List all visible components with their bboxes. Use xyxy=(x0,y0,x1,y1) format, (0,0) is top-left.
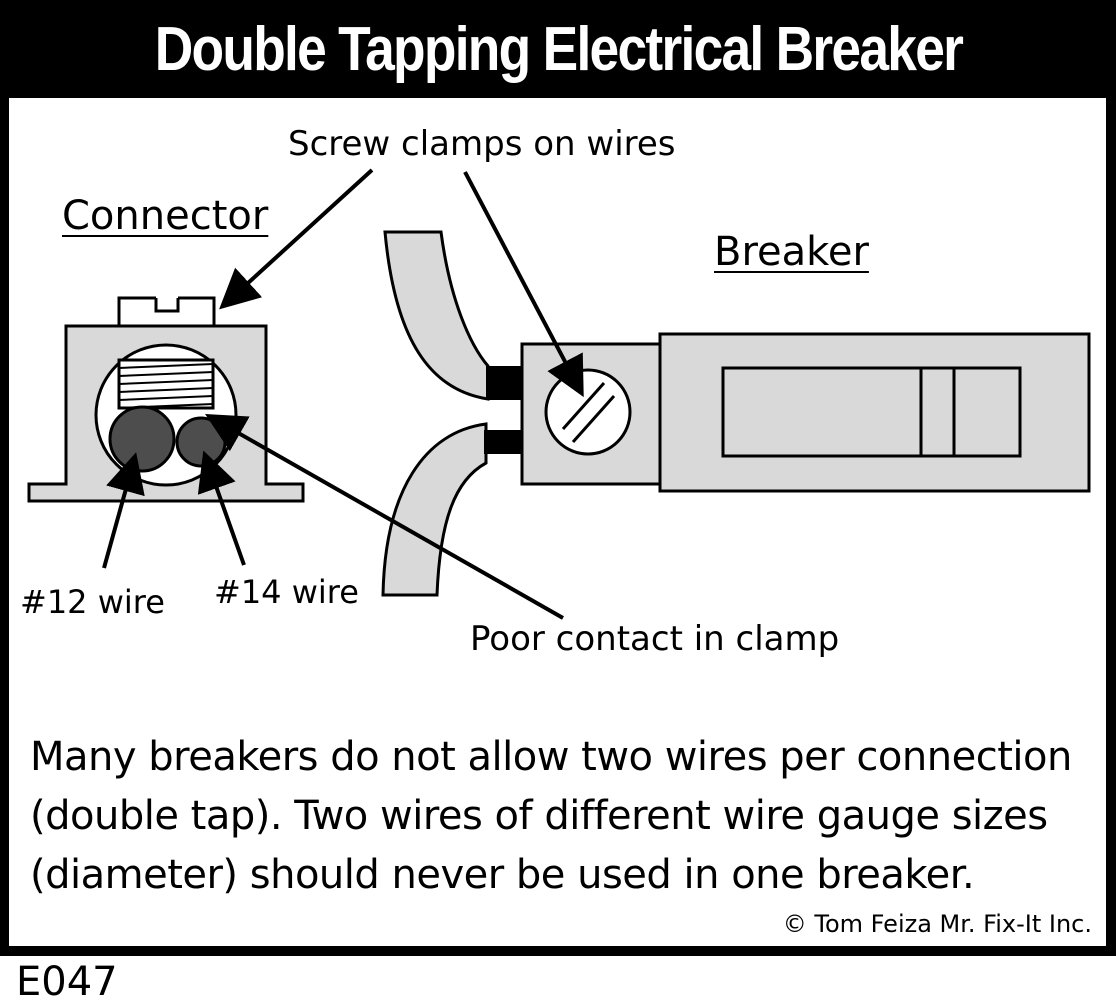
connector-drawing xyxy=(27,296,305,503)
lower-wire-conductor xyxy=(484,430,522,454)
wire-12-cross-section xyxy=(108,405,176,473)
illustration-panel xyxy=(9,98,1106,946)
caption-text: Many breakers do not allow two wires per… xyxy=(30,728,1100,905)
arrow-wire-12 xyxy=(102,452,145,569)
terminal-screw xyxy=(544,368,632,456)
caption-line: Many breakers do not allow two wires per… xyxy=(30,734,1072,780)
connector-screw-slot-outline xyxy=(154,298,180,313)
copyright-credit: © Tom Feiza Mr. Fix-It Inc. xyxy=(782,910,1092,938)
wire-14-callout: #14 wire xyxy=(214,573,359,611)
page-title: Double Tapping Electrical Breaker xyxy=(154,14,963,84)
wire-12-callout: #12 wire xyxy=(20,583,165,621)
lower-wire xyxy=(381,422,488,597)
screw-clamps-callout: Screw clamps on wires xyxy=(288,124,676,164)
callout-arrows xyxy=(102,168,584,620)
arrow-poor-contact xyxy=(205,414,564,620)
caption-line: (double tap). Two wires of different wir… xyxy=(30,793,1048,839)
terminal-screw-slot-b xyxy=(571,395,616,443)
upper-wire-conductor xyxy=(486,366,522,400)
breaker-heading: Breaker xyxy=(714,229,869,275)
connector-screw-slot xyxy=(156,296,178,310)
screw-threads xyxy=(118,363,214,409)
breaker-drawing xyxy=(520,332,1091,493)
arrow-screw-connector xyxy=(219,168,374,310)
title-bar: Double Tapping Electrical Breaker xyxy=(0,0,1116,98)
illustration-code: E047 xyxy=(16,959,118,1005)
arrow-wire-14 xyxy=(197,450,246,566)
poor-contact-callout: Poor contact in clamp xyxy=(470,619,840,659)
breaker-handle-window xyxy=(721,366,1022,458)
breaker-wires xyxy=(381,230,522,597)
terminal-screw-slot-a xyxy=(561,382,606,430)
caption-line: (diameter) should never be used in one b… xyxy=(30,852,975,898)
wire-14-cross-section xyxy=(175,416,227,468)
upper-wire xyxy=(383,230,490,401)
arrow-screw-breaker xyxy=(463,171,584,398)
connector-heading: Connector xyxy=(62,193,269,239)
